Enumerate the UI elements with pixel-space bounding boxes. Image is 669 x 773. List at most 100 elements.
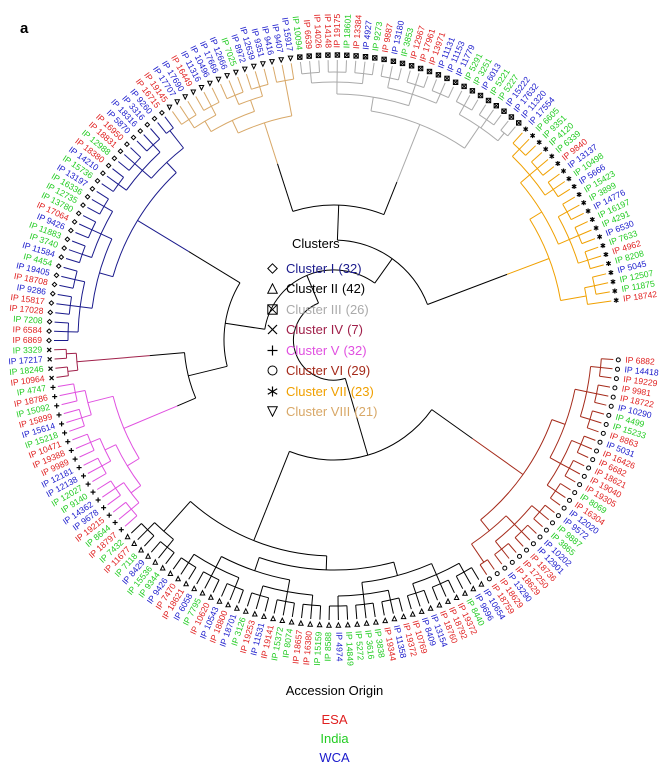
- tree-branch: [363, 61, 366, 74]
- tree-branch: [55, 366, 68, 369]
- tree-branch: [223, 282, 241, 367]
- asterisk-marker: [530, 133, 536, 139]
- tree-branch: [361, 582, 364, 595]
- plus-marker: [85, 481, 91, 487]
- tree-branch: [431, 79, 437, 91]
- square-x-marker: [353, 53, 359, 59]
- tree-branch: [264, 451, 290, 512]
- tree-branch: [415, 73, 420, 85]
- accession-label: IP 5272: [354, 631, 366, 661]
- tree-branch: [57, 294, 72, 298]
- tree-branch: [519, 138, 530, 150]
- tree-branch: [309, 61, 312, 74]
- diamond-marker: [48, 300, 55, 306]
- tree-branch: [125, 501, 138, 517]
- tree-branch: [529, 168, 538, 176]
- tree-branch: [600, 367, 613, 370]
- triangle-down-marker: [278, 57, 285, 64]
- tree-branch: [594, 401, 607, 406]
- tree-branch: [550, 497, 561, 506]
- tree-branch: [387, 77, 391, 88]
- asterisk-marker: [589, 217, 595, 222]
- accession-label: IP 4974: [334, 632, 344, 662]
- cluster-legend-count: (7): [347, 322, 363, 338]
- tree-branch: [130, 523, 142, 534]
- plus-marker: [101, 505, 107, 511]
- square-x-marker: [516, 120, 522, 126]
- tree-branch: [471, 515, 507, 545]
- circle-marker: [615, 366, 620, 372]
- tree-branch: [75, 441, 91, 449]
- tree-branch: [546, 484, 556, 492]
- tree-branch: [55, 312, 70, 315]
- plus-marker: [68, 448, 74, 453]
- tree-branch: [96, 190, 109, 200]
- cluster-legend-label: Cluster VIII: [286, 404, 351, 420]
- accession-label: IP 10964: [10, 373, 45, 388]
- tree-branch: [130, 147, 142, 158]
- triangle-up-marker: [400, 613, 407, 620]
- triangle-up-marker: [279, 616, 286, 623]
- diamond-marker: [84, 193, 91, 200]
- accession-label: IP 9273: [370, 21, 384, 52]
- triangle-down-marker: [287, 55, 294, 62]
- tree-branch: [254, 557, 260, 571]
- tree-branch: [59, 391, 76, 397]
- tree-branch: [406, 81, 424, 88]
- tree-branch: [130, 485, 141, 494]
- tree-branch: [179, 105, 190, 120]
- diamond-marker: [117, 148, 124, 155]
- asterisk-marker: [597, 234, 603, 240]
- plus-marker: [95, 497, 101, 503]
- plus-marker: [54, 403, 60, 409]
- circle-marker: [577, 482, 583, 488]
- square-x-marker: [390, 58, 397, 64]
- tree-branch: [525, 145, 536, 156]
- square-x-marker: [372, 55, 378, 61]
- tree-branch: [393, 561, 398, 576]
- triangle-down-marker: [268, 59, 276, 66]
- square-x-marker: [493, 102, 499, 109]
- tree-branch: [439, 583, 447, 597]
- tree-branch: [195, 96, 205, 111]
- plus-marker: [76, 465, 82, 471]
- tree-branch: [318, 60, 320, 73]
- tree-branch: [407, 589, 425, 597]
- tree-branch: [180, 562, 189, 575]
- tree-branch: [61, 400, 78, 406]
- triangle-down-marker: [182, 94, 189, 101]
- plus-marker: [106, 512, 112, 518]
- tree-branch: [149, 352, 185, 357]
- tree-branch: [336, 93, 409, 107]
- tree-branch: [66, 352, 77, 355]
- tree-branch: [566, 204, 580, 213]
- accession-label: IP 18742: [622, 289, 658, 304]
- tree-branch: [234, 577, 240, 588]
- tree-branch: [228, 80, 236, 96]
- circle-marker: [586, 465, 592, 471]
- tree-branch: [263, 68, 269, 85]
- tree-branch: [463, 571, 472, 585]
- circle-marker: [600, 430, 606, 436]
- tree-branch: [92, 473, 107, 483]
- tree-branch: [246, 592, 253, 607]
- tree-branch: [123, 405, 178, 429]
- triangle-up-marker: [216, 597, 223, 604]
- diamond-marker: [80, 202, 86, 209]
- tree-branch: [143, 134, 154, 146]
- asterisk-marker: [600, 243, 606, 249]
- tree-branch: [569, 235, 579, 240]
- diamond-marker: [151, 115, 158, 122]
- tree-branch: [106, 175, 119, 185]
- tree-branch: [100, 233, 113, 240]
- diamond-marker: [46, 318, 53, 325]
- tree-branch: [204, 120, 212, 132]
- tree-branch: [263, 122, 278, 164]
- tree-branch: [99, 198, 109, 215]
- tree-branch: [551, 419, 566, 425]
- tree-branch: [471, 567, 480, 580]
- tree-branch: [520, 174, 531, 184]
- triangle-down-icon: [258, 406, 286, 418]
- tree-branch: [134, 163, 143, 171]
